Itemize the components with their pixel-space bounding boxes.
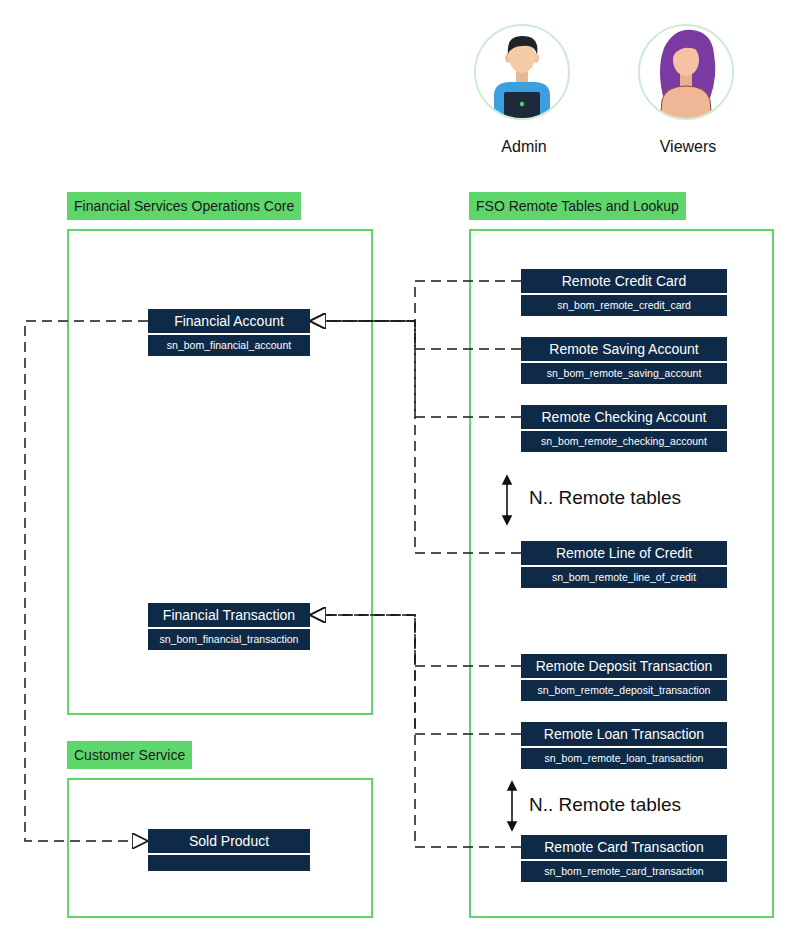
- table-name: sn_bom_remote_loan_transaction: [521, 748, 727, 769]
- table-title: Remote Checking Account: [521, 405, 727, 429]
- avatar-fringe: [672, 40, 704, 58]
- laptop-symbol: [504, 92, 540, 118]
- role-label: Viewers: [660, 138, 717, 156]
- arrow-head: [508, 822, 516, 830]
- laptop-light: [520, 102, 524, 106]
- table-title: Remote Line of Credit: [521, 541, 727, 565]
- arrow-shaft: [506, 482, 508, 518]
- avatar-hair: [508, 36, 538, 54]
- table-name: sn_bom_remote_card_transaction: [521, 861, 727, 882]
- table-title: Remote Loan Transaction: [521, 722, 727, 746]
- inheritance-connector: [310, 615, 521, 847]
- group-frame: Financial Services Operations CoreFinanc…: [67, 229, 373, 715]
- table-box: Remote Saving Accountsn_bom_remote_savin…: [521, 337, 727, 384]
- group-heading: Financial Services Operations Core: [67, 192, 301, 220]
- table-name: sn_bom_remote_checking_account: [521, 431, 727, 452]
- table-box: Remote Line of Creditsn_bom_remote_line_…: [521, 541, 727, 588]
- group-heading: FSO Remote Tables and Lookup: [469, 192, 686, 220]
- note-label: N.. Remote tables: [529, 794, 681, 816]
- table-title: Remote Credit Card: [521, 269, 727, 293]
- table-box: Remote Loan Transactionsn_bom_remote_loa…: [521, 722, 727, 769]
- empty-table-row: [148, 855, 310, 871]
- double-arrow-symbol: [503, 476, 511, 524]
- inheritance-connector: [310, 321, 521, 553]
- group-heading: Customer Service: [67, 741, 192, 769]
- table-box: Remote Deposit Transactionsn_bom_remote_…: [521, 654, 727, 701]
- avatar-shirt: [494, 82, 550, 124]
- table-title: Sold Product: [148, 829, 310, 853]
- table-box: Financial Transactionsn_bom_financial_tr…: [148, 603, 310, 650]
- table-box: Financial Accountsn_bom_financial_accoun…: [148, 309, 310, 356]
- viewer-avatar: [660, 30, 715, 124]
- table-title: Financial Account: [148, 309, 310, 333]
- arrow-shaft: [511, 788, 513, 824]
- inheritance-connector: [310, 615, 521, 734]
- table-title: Remote Card Transaction: [521, 835, 727, 859]
- role-label: Admin: [501, 138, 546, 156]
- inheritance-connector: [310, 321, 521, 417]
- table-box: Remote Card Transactionsn_bom_remote_car…: [521, 835, 727, 882]
- group-frame: Customer ServiceSold Product: [67, 778, 373, 918]
- table-title: Remote Saving Account: [521, 337, 727, 361]
- inheritance-connector: [310, 615, 521, 666]
- arrow-head: [508, 782, 516, 790]
- double-arrow-symbol: [508, 782, 516, 830]
- table-name: sn_bom_remote_deposit_transaction: [521, 680, 727, 701]
- table-box: Remote Checking Accountsn_bom_remote_che…: [521, 405, 727, 452]
- admin-avatar: [494, 36, 550, 124]
- note-label: N.. Remote tables: [529, 487, 681, 509]
- table-title: Financial Transaction: [148, 603, 310, 627]
- table-name: sn_bom_remote_line_of_credit: [521, 567, 727, 588]
- inheritance-connector: [310, 281, 521, 321]
- avatar-ring: [475, 25, 569, 119]
- table-name: sn_bom_remote_credit_card: [521, 295, 727, 316]
- table-name: sn_bom_financial_account: [148, 335, 310, 356]
- table-title: Remote Deposit Transaction: [521, 654, 727, 678]
- inheritance-connector: [310, 321, 521, 349]
- table-box: Sold Product: [148, 829, 310, 871]
- table-box: Remote Credit Cardsn_bom_remote_credit_c…: [521, 269, 727, 316]
- arrow-head: [503, 516, 511, 524]
- arrow-head: [503, 476, 511, 484]
- avatar-body: [660, 86, 712, 124]
- table-name: sn_bom_remote_saving_account: [521, 363, 727, 384]
- table-name: sn_bom_financial_transaction: [148, 629, 310, 650]
